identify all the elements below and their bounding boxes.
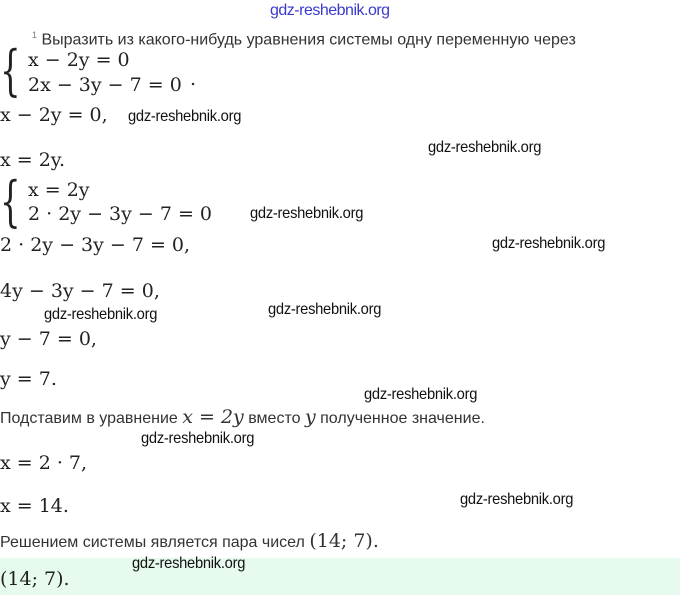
system1-eq2: 2x − 3y − 7 = 0 [28,74,182,96]
watermark: gdz-reshebnik.org [132,555,246,572]
watermark: gdz-reshebnik.org [128,108,242,125]
step-text: Выразить из какого-нибудь уравнения сист… [41,31,576,49]
line6: y = 7. [0,368,57,390]
line2: x = 2y. [0,149,66,171]
line5: y − 7 = 0, [0,328,97,350]
system1-end: . [190,68,197,90]
substitute-b: вместо [248,410,301,427]
watermark: gdz-reshebnik.org [268,301,382,318]
line7: x = 2 · 7, [0,452,88,474]
watermark: gdz-reshebnik.org [141,430,255,447]
substitute-var: y [304,406,316,428]
step-instruction: 1 Выразить из какого-нибудь уравнения си… [32,25,576,50]
brace-icon: { [0,170,21,233]
substitute-eq: x = 2y [182,406,244,428]
watermark: gdz-reshebnik.org [364,386,478,403]
system2-eq1: x = 2y [28,179,90,201]
watermark: gdz-reshebnik.org [250,205,364,222]
watermark: gdz-reshebnik.org [44,306,158,323]
answer: (14; 7). [0,568,70,590]
solution-text: Решением системы является пара чисел (14… [0,530,379,553]
step-number: 1 [32,30,38,40]
brace-icon: { [0,39,21,102]
system2-eq2: 2 · 2y − 3y − 7 = 0 [28,203,213,225]
system1-eq1: x − 2y = 0 [28,49,130,71]
watermark: gdz-reshebnik.org [428,139,542,156]
substitute-text: Подставим в уравнение x = 2y вместо y по… [0,406,485,429]
line4: 4y − 3y − 7 = 0, [0,280,160,302]
line8: x = 14. [0,495,69,517]
substitute-c: полученное значение. [320,410,485,427]
line3: 2 · 2y − 3y − 7 = 0, [0,234,191,256]
answer-box [0,558,680,595]
header-watermark: gdz-reshebnik.org [270,2,390,19]
line1: x − 2y = 0, [0,104,108,126]
watermark: gdz-reshebnik.org [492,235,606,252]
solution-label: Решением системы является пара чисел [0,534,305,551]
solution-pair: (14; 7). [309,530,379,552]
substitute-a: Подставим в уравнение [0,410,178,427]
watermark: gdz-reshebnik.org [460,491,574,508]
